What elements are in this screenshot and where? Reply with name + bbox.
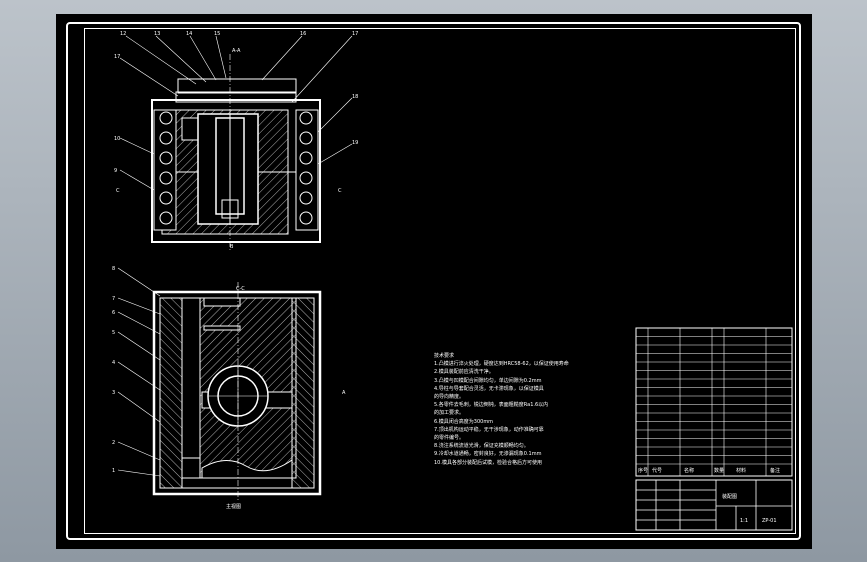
top-view-cavity: [197, 113, 259, 225]
technical-notes: 技术要求 1.凸模进行淬火处理，硬度达到HRC58-62，以保证使用寿命 2.模…: [434, 352, 614, 467]
top-view: [119, 35, 353, 250]
note-line: 6.模具闭合高度为300mm: [434, 418, 494, 425]
callout-6: 6: [112, 310, 115, 316]
title-block-project: 装配图: [722, 493, 737, 500]
section-mark-a: A: [342, 390, 346, 396]
table-head-material: 材料: [736, 467, 746, 474]
note-line: 9.冷却水道通畅，密封良好，无渗漏现象0.1mm: [434, 451, 542, 458]
callout-18: 18: [352, 94, 358, 100]
table-head-qty: 数量: [714, 467, 724, 474]
callout-15: 15: [214, 31, 220, 37]
top-view-plate: [175, 91, 297, 103]
callout-2: 2: [112, 440, 115, 446]
notes-heading: 技术要求: [434, 353, 455, 359]
drawing-canvas: 12 13 14 15 A-A 16 17 17 10 9 18 19 C C …: [112, 31, 793, 531]
note-line: 的导向精度。: [434, 394, 465, 401]
front-view-title: C-C: [236, 286, 245, 292]
section-mark-c-left: C: [116, 188, 120, 194]
callout-7: 7: [112, 296, 115, 302]
callout-1: 1: [112, 468, 115, 474]
table-head-remark: 备注: [770, 467, 780, 474]
callout-17-top: 17: [352, 31, 358, 37]
note-line: 4.导柱与导套配合灵活，无卡滞现象，以保证模具: [434, 385, 544, 392]
front-view: [117, 267, 322, 502]
note-line: 1.凸模进行淬火处理，硬度达到HRC58-62，以保证使用寿命: [434, 361, 569, 368]
note-line: 2.模具装配前应清洗干净。: [434, 369, 494, 376]
right-bolt-column: [295, 109, 319, 231]
top-view-handle: [177, 78, 297, 94]
left-bolt-column: [153, 109, 177, 231]
front-view-outline: [152, 290, 322, 496]
note-line: 8.浇注系统流道光滑，保证充模顺畅均匀。: [434, 443, 529, 450]
note-line: 10.模具各部分装配后试模，检验合格后方可使用: [434, 459, 542, 466]
sheet-outer-border: [66, 22, 801, 540]
note-line: 的加工要求。: [434, 410, 465, 417]
title-block: [635, 479, 793, 531]
callout-10: 10: [114, 136, 120, 142]
table-head-name: 名称: [684, 467, 694, 474]
callout-13: 13: [154, 31, 160, 37]
sheet-inner-border: [84, 28, 796, 534]
table-head-no: 序号: [638, 467, 648, 474]
title-block-scale: 1:1: [740, 518, 748, 524]
note-line: 7.顶出机构运动平稳，无干涉现象，动作准确可靠: [434, 426, 544, 433]
table-head-code: 代号: [652, 467, 662, 474]
front-leaders: [117, 267, 161, 477]
note-line: 3.凸模与凹模配合间隙均匀，单边间隙为0.2mm: [434, 377, 542, 384]
callout-4: 4: [112, 360, 115, 366]
callout-17-left: 17: [114, 54, 120, 60]
callout-19: 19: [352, 140, 358, 146]
callout-14: 14: [186, 31, 192, 37]
drawing-sheet: 12 13 14 15 A-A 16 17 17 10 9 18 19 C C …: [56, 14, 812, 549]
note-line: 5.各零件去毛刺，锐边倒钝，表面粗糙度Ra1.6以内: [434, 402, 549, 409]
front-view-caption: 主视图: [226, 503, 241, 510]
parts-table: [635, 327, 793, 477]
title-block-drawing-no: ZP-01: [762, 518, 777, 524]
top-view-outline: [151, 99, 321, 243]
section-mark-b: B: [230, 244, 234, 250]
callout-3: 3: [112, 390, 115, 396]
callout-12: 12: [120, 31, 126, 37]
top-leaders: [119, 35, 353, 191]
callout-9: 9: [114, 168, 117, 174]
callout-16: 16: [300, 31, 306, 37]
section-mark-c-right: C: [338, 188, 342, 194]
callout-5: 5: [112, 330, 115, 336]
section-label-aa: A-A: [232, 48, 241, 54]
note-line: 的零件编号。: [434, 435, 465, 442]
callout-8: 8: [112, 266, 115, 272]
